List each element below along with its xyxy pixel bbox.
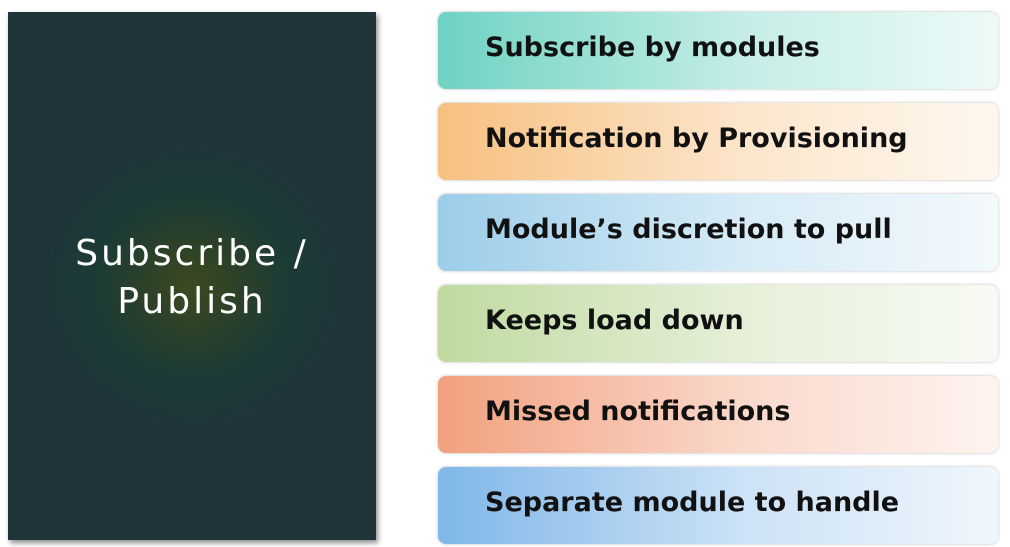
- point-list: Subscribe by modules Notification by Pro…: [438, 12, 998, 547]
- point-item-6: Separate module to handle: [438, 467, 998, 544]
- point-item-3: Module’s discretion to pull: [438, 194, 998, 271]
- topic-title: Subscribe / Publish: [8, 230, 376, 326]
- topic-panel: Subscribe / Publish: [8, 12, 376, 540]
- point-label: Missed notifications: [485, 396, 791, 427]
- topic-title-line-2: Publish: [117, 281, 267, 322]
- point-label: Keeps load down: [485, 305, 744, 336]
- point-item-2: Notification by Provisioning: [438, 103, 998, 180]
- point-item-1: Subscribe by modules: [438, 12, 998, 89]
- point-label: Separate module to handle: [485, 487, 900, 518]
- topic-title-line-1: Subscribe /: [75, 233, 309, 274]
- point-label: Subscribe by modules: [485, 32, 820, 63]
- point-label: Notification by Provisioning: [485, 123, 908, 154]
- point-label: Module’s discretion to pull: [485, 214, 892, 245]
- point-item-4: Keeps load down: [438, 285, 998, 362]
- point-item-5: Missed notifications: [438, 376, 998, 453]
